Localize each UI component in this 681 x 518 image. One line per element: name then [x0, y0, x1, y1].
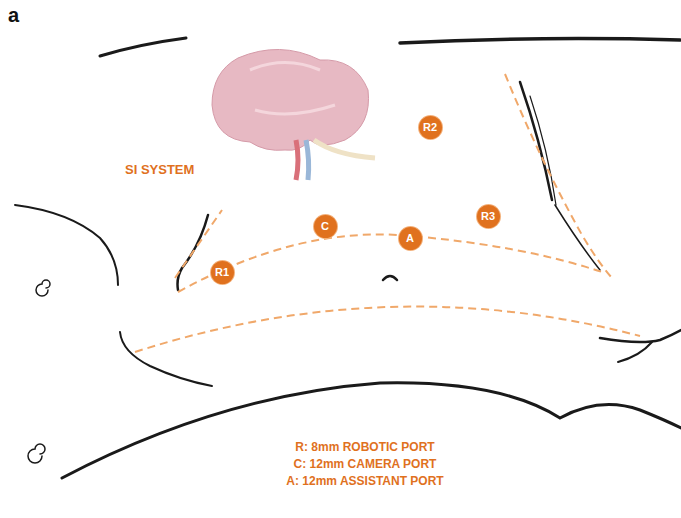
port-label: R1 [215, 267, 229, 278]
legend-note: R: 8mm ROBOTIC PORT [295, 440, 434, 454]
legend-note: C: 12mm CAMERA PORT [294, 457, 437, 471]
port-marker: A [399, 227, 422, 250]
port-marker: R1 [211, 261, 234, 284]
kidney-illustration [212, 49, 375, 180]
system-name: SI SYSTEM [125, 162, 194, 177]
panel-letter: a [8, 4, 19, 27]
port-label: R3 [481, 211, 495, 222]
port-label: A [406, 233, 414, 244]
port-marker: R3 [477, 205, 500, 228]
legend-note: A: 12mm ASSISTANT PORT [286, 474, 443, 488]
port-marker: R2 [419, 116, 442, 139]
port-label: R2 [423, 122, 437, 133]
port-label: C [321, 221, 329, 232]
port-marker: C [314, 215, 337, 238]
